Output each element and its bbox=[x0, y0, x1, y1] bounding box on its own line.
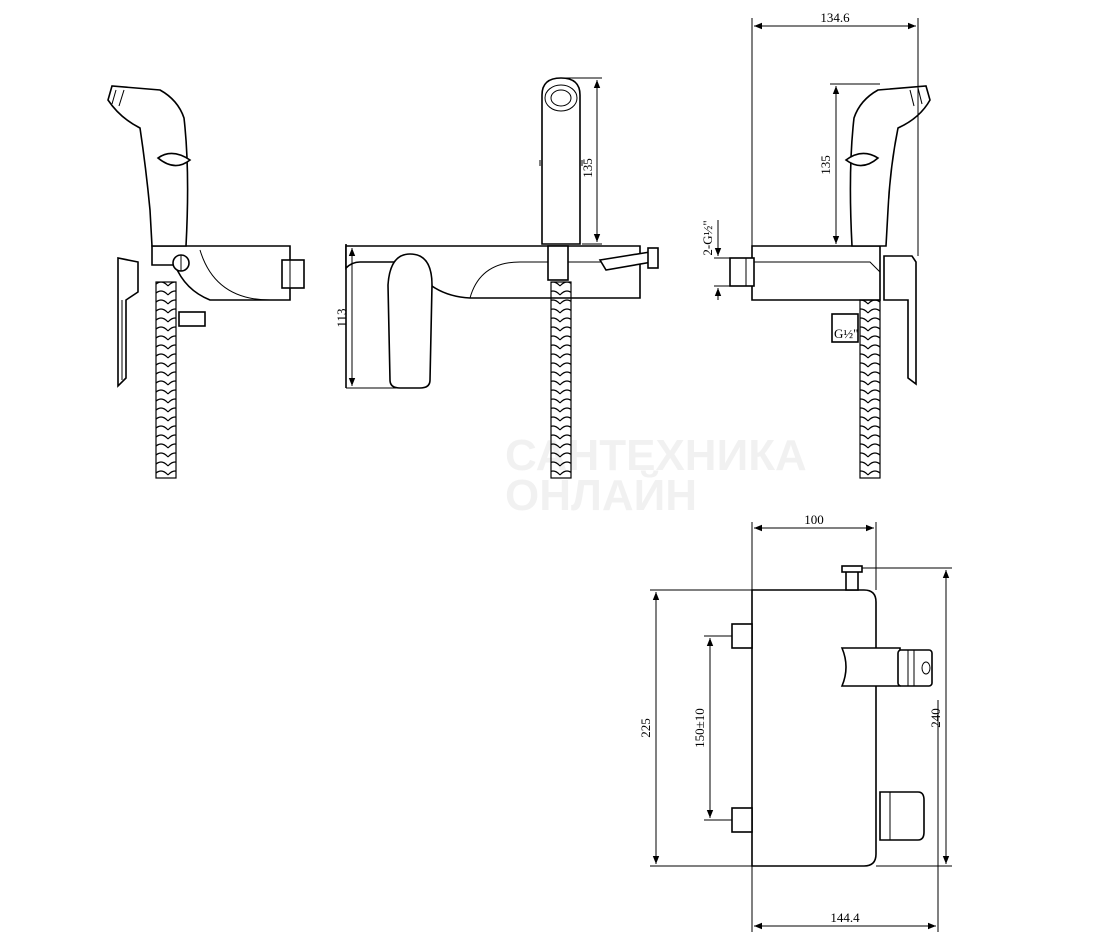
watermark: САНТЕХНИКА ОНЛАЙН bbox=[505, 431, 807, 520]
dimension-inlet-thread: 2-G½" bbox=[700, 220, 715, 255]
dimension-overall-height: 225 bbox=[638, 718, 653, 738]
dimension-outlet-thread: G½" bbox=[834, 326, 858, 341]
front-view: 135 113 bbox=[334, 77, 659, 479]
dimension-overall-depth: 134.6 bbox=[820, 10, 850, 25]
dimension-top-width: 100 bbox=[804, 512, 824, 527]
dimension-height-with-knob: 240 bbox=[928, 708, 943, 728]
side-view-right: 134.6 135 2-G½" G½" bbox=[700, 10, 931, 479]
side-view-left bbox=[107, 85, 305, 479]
watermark-line2: ОНЛАЙН bbox=[505, 469, 697, 520]
dimension-bottom-width: 144.4 bbox=[830, 910, 860, 925]
dimension-handset-height-front: 135 bbox=[580, 158, 595, 178]
top-view: 100 144.4 225 240 150±10 bbox=[638, 512, 952, 932]
dimension-body-height: 113 bbox=[334, 308, 349, 327]
dimension-inlet-spacing: 150±10 bbox=[692, 708, 707, 748]
dimension-handset-height-side: 135 bbox=[818, 155, 833, 175]
